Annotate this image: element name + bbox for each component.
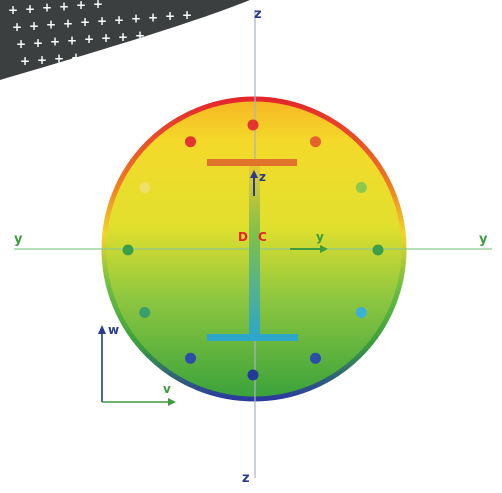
halftone-mark: + xyxy=(42,1,52,15)
z-axis-label-top: z xyxy=(254,7,262,22)
halftone-mark: + xyxy=(114,13,124,27)
rebar-group xyxy=(122,119,384,381)
halftone-mark: + xyxy=(16,37,26,51)
halftone-mark: + xyxy=(165,9,175,23)
centroid-label-c: C xyxy=(258,230,267,244)
halftone-mark: + xyxy=(148,10,158,24)
halftone-mark: + xyxy=(12,20,22,34)
rebar-top xyxy=(247,119,259,131)
local-y-arrowhead xyxy=(320,245,328,253)
halftone-mark: + xyxy=(131,12,141,26)
y-axis-label-right: y xyxy=(479,232,488,247)
halftone-mark: + xyxy=(67,33,77,47)
halftone-mark: + xyxy=(46,18,56,32)
halftone-mark: + xyxy=(71,50,81,64)
rebar-top-right xyxy=(310,136,321,148)
halftone-mark: + xyxy=(118,30,128,44)
rebar-top-left xyxy=(185,136,196,148)
top-flange xyxy=(207,159,297,166)
rebar-right xyxy=(372,244,384,256)
halftone-mark: + xyxy=(182,8,192,22)
halftone-mark: + xyxy=(8,3,18,17)
v-axis-arrowhead xyxy=(168,398,176,406)
rebar-right-lower xyxy=(355,307,367,318)
z-axis-label-bottom: z xyxy=(242,471,250,486)
halftone-mark: + xyxy=(93,0,103,11)
rebar-right-upper xyxy=(355,182,367,193)
halftone-mark: + xyxy=(63,16,73,30)
halftone-mark: + xyxy=(54,52,64,66)
rebar-bottom-left xyxy=(185,352,196,364)
halftone-mark: + xyxy=(37,53,47,67)
bottom-flange xyxy=(207,334,298,341)
halftone-mark: + xyxy=(80,15,90,29)
local-z-label: z xyxy=(259,170,266,184)
halftone-mark: + xyxy=(97,14,107,28)
halftone-mark: + xyxy=(29,19,39,33)
w-axis-arrowhead xyxy=(98,325,106,334)
halftone-mark: + xyxy=(59,0,69,13)
rebar-left xyxy=(122,244,134,256)
centroid-label-d: D xyxy=(238,230,248,244)
rebar-bottom xyxy=(247,369,259,381)
y-axis-label-left: y xyxy=(14,232,23,247)
w-axis-label: w xyxy=(108,323,119,337)
rebar-left-lower xyxy=(139,307,151,318)
rebar-bottom-right xyxy=(310,352,321,364)
halftone-band xyxy=(0,0,250,80)
web xyxy=(249,166,260,336)
rebar-left-upper xyxy=(139,182,151,193)
halftone-mark: + xyxy=(20,54,30,68)
halftone-mark: + xyxy=(135,29,145,43)
local-z-arrowhead xyxy=(250,170,258,178)
halftone-decoration: +++++++++++++++++++++++++++++ xyxy=(0,0,250,80)
halftone-mark: + xyxy=(33,36,43,50)
halftone-mark: + xyxy=(76,0,86,12)
halftone-mark: + xyxy=(101,31,111,45)
halftone-mark: + xyxy=(25,2,35,16)
halftone-mark: + xyxy=(84,32,94,46)
local-y-label: y xyxy=(316,230,324,244)
halftone-mark: + xyxy=(50,35,60,49)
v-axis-label: v xyxy=(163,382,171,396)
